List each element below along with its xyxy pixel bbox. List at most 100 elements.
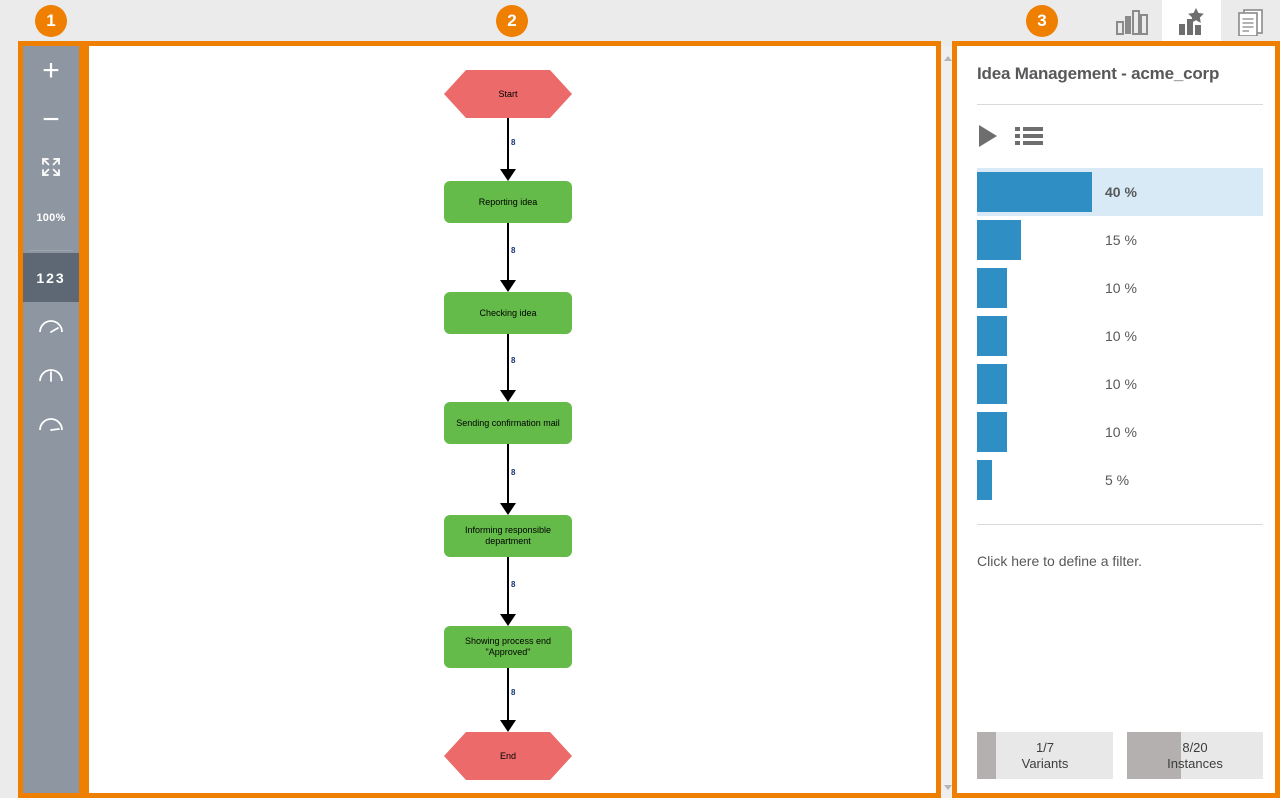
variant-bar xyxy=(977,220,1021,260)
stat-fill-bar xyxy=(977,732,997,779)
stat-value: 1/7 xyxy=(1035,739,1055,755)
variants-panel: Idea Management - acme_corp xyxy=(957,46,1275,793)
documents-icon-button[interactable] xyxy=(1221,0,1280,44)
scroll-up-arrow-icon[interactable] xyxy=(944,56,952,61)
statistics-chart-icon-button[interactable] xyxy=(1103,0,1162,44)
gauge-medium-button[interactable] xyxy=(23,351,79,400)
graph-node-start[interactable]: Start xyxy=(444,70,572,118)
variant-percentage-label: 40 % xyxy=(1105,184,1137,200)
graph-node-label: Start xyxy=(498,88,518,99)
variant-bar xyxy=(977,364,1007,404)
variant-bar xyxy=(977,172,1092,212)
graph-edge xyxy=(506,118,510,171)
numbers-label: 123 xyxy=(36,269,66,286)
annotation-badge-1: 1 xyxy=(35,5,67,37)
variant-bar xyxy=(977,316,1007,356)
play-button[interactable] xyxy=(977,124,999,153)
graph-node-label: Reporting idea xyxy=(478,196,538,207)
variant-row[interactable]: 40 % xyxy=(977,168,1263,216)
graph-edge-arrow-icon xyxy=(500,169,516,181)
graph-node-n5[interactable]: Showing process end "Approved" xyxy=(444,626,572,668)
zoom-out-button[interactable]: − xyxy=(42,102,60,136)
graph-node-label: Showing process end "Approved" xyxy=(464,636,552,657)
statistics-chart-icon xyxy=(1115,9,1150,35)
variant-percentage-label: 10 % xyxy=(1105,328,1137,344)
panel-title: Idea Management - acme_corp xyxy=(977,64,1220,83)
variant-row[interactable]: 10 % xyxy=(977,360,1263,408)
graph-node-n2[interactable]: Checking idea xyxy=(444,292,572,334)
filter-prompt[interactable]: Click here to define a filter. xyxy=(977,553,1142,569)
graph-edge-label: 8 xyxy=(511,579,516,589)
graph-edge-label: 8 xyxy=(511,137,516,147)
toolbar-divider xyxy=(29,250,73,251)
graph-node-n4[interactable]: Informing responsible department xyxy=(444,515,572,557)
scroll-down-arrow-icon[interactable] xyxy=(944,785,952,790)
variant-bar xyxy=(977,460,992,500)
variant-percentage-label: 10 % xyxy=(1105,376,1137,392)
graph-edge-arrow-icon xyxy=(500,503,516,515)
zoom-level-button[interactable]: 100% xyxy=(23,193,79,242)
canvas-vertical-scrollbar[interactable] xyxy=(941,46,955,798)
graph-node-n1[interactable]: Reporting idea xyxy=(444,181,572,223)
graph-node-label: Checking idea xyxy=(479,307,537,318)
graph-edge-arrow-icon xyxy=(500,720,516,732)
gauge-low-icon xyxy=(38,315,64,338)
graph-node-label: Informing responsible department xyxy=(464,525,552,546)
stat-value: 8/20 xyxy=(1182,739,1208,755)
variant-row[interactable]: 10 % xyxy=(977,264,1263,312)
variants-star-chart-icon xyxy=(1177,8,1207,36)
list-icon xyxy=(1015,125,1043,152)
variant-percentage-label: 5 % xyxy=(1105,472,1130,488)
stat-caption: Instances xyxy=(1167,755,1223,771)
stat-fill-bar xyxy=(1127,732,1182,779)
variants-star-chart-icon-button[interactable] xyxy=(1162,0,1221,44)
top-header-bar xyxy=(0,0,1280,44)
hexagon-shape-icon xyxy=(444,70,572,118)
variant-percentage-label: 10 % xyxy=(1105,424,1137,440)
numbers-toggle-button[interactable]: 123 xyxy=(23,253,79,302)
zoom-in-button[interactable]: + xyxy=(42,53,60,87)
graph-edge-arrow-icon xyxy=(500,614,516,626)
variant-row[interactable]: 10 % xyxy=(977,312,1263,360)
graph-edge-label: 8 xyxy=(511,467,516,477)
variant-percentage-label: 10 % xyxy=(1105,280,1137,296)
variant-row[interactable]: 10 % xyxy=(977,408,1263,456)
zoom-level-label: 100% xyxy=(36,211,66,224)
graph-edge xyxy=(506,557,510,616)
gauge-low-button[interactable] xyxy=(23,302,79,351)
fit-screen-button[interactable] xyxy=(23,144,79,193)
variant-bar-list: 40 % 15 % 10 % 10 % 10 % 10 % 5 % xyxy=(977,168,1263,504)
panel-divider-bottom xyxy=(977,524,1263,525)
graph-edge-arrow-icon xyxy=(500,390,516,402)
graph-node-end[interactable]: End xyxy=(444,732,572,780)
view-switch-toolbar xyxy=(1103,0,1280,44)
list-view-button[interactable] xyxy=(1015,125,1043,152)
graph-edge-label: 8 xyxy=(511,356,516,365)
panel-action-bar xyxy=(977,124,1043,153)
graph-edge xyxy=(506,444,510,505)
graph-edge xyxy=(506,334,510,392)
graph-node-label: Sending confirmation mail xyxy=(456,417,560,428)
annotation-badge-2: 2 xyxy=(496,5,528,37)
graph-edge xyxy=(506,668,510,722)
variant-row[interactable]: 5 % xyxy=(977,456,1263,504)
graph-edge-arrow-icon xyxy=(500,280,516,292)
panel-divider-top xyxy=(977,104,1263,105)
graph-edge-label: 8 xyxy=(511,245,516,255)
variant-row[interactable]: 15 % xyxy=(977,216,1263,264)
annotation-badge-3: 3 xyxy=(1026,5,1058,37)
stat-caption: Variants xyxy=(1021,755,1069,771)
gauge-high-button[interactable] xyxy=(23,400,79,449)
graph-node-n3[interactable]: Sending confirmation mail xyxy=(444,402,572,444)
gauge-medium-icon xyxy=(38,364,64,387)
variant-percentage-label: 15 % xyxy=(1105,232,1137,248)
documents-icon xyxy=(1236,8,1266,36)
zoom-toolbar: + − 100% 123 xyxy=(23,46,79,798)
variant-bar xyxy=(977,268,1007,308)
